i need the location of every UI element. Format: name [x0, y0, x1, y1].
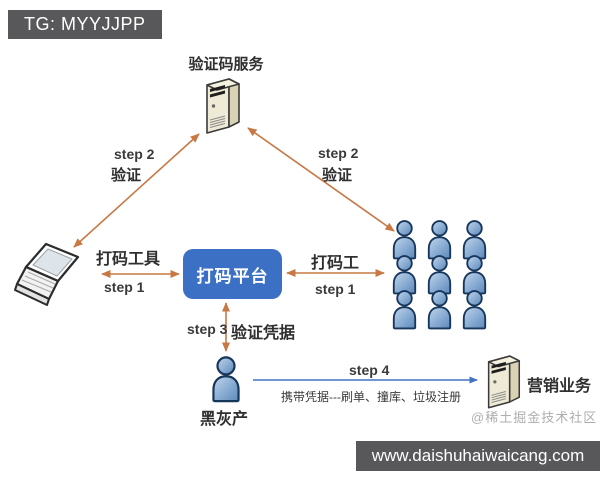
edge-service-client-line [73, 133, 200, 248]
edge-platform-black-label: 验证凭据 [231, 325, 296, 342]
black-industry-label: 黑灰产 [200, 411, 249, 428]
server-icon [487, 355, 521, 409]
edge-service-client-label: 验证 [111, 167, 142, 184]
coding-platform-node: 打码平台 [183, 249, 282, 299]
edge-black-marketing-step: step 4 [349, 362, 390, 378]
edge-service-workers-line [247, 127, 395, 232]
edge-client-platform-step: step 1 [104, 279, 145, 295]
marketing-label: 营销业务 [527, 378, 592, 395]
edge-platform-workers-step: step 1 [315, 281, 356, 297]
laptop-icon [14, 242, 80, 306]
tg-badge: TG: MYYJJPP [8, 10, 162, 39]
edge-service-client-step: step 2 [114, 146, 155, 162]
edge-black-marketing-label: 携带凭据---刷单、撞库、垃圾注册 [281, 390, 461, 404]
edge-service-workers-label: 验证 [322, 167, 353, 184]
edge-platform-workers-label: 打码工 [311, 255, 360, 272]
person-icon [427, 290, 452, 330]
edge-service-workers-step: step 2 [318, 145, 359, 161]
watermark-text: @稀土掘金技术社区 [471, 410, 598, 425]
footer-url: www.daishuhaiwaicang.com [356, 441, 600, 471]
workers-group-icon [388, 219, 491, 330]
captcha-service-label: 验证码服务 [188, 56, 264, 73]
person-icon [212, 356, 240, 403]
edge-platform-black-step: step 3 [187, 321, 228, 337]
person-icon [462, 290, 487, 330]
edge-client-platform-label: 打码工具 [96, 251, 161, 268]
server-icon [206, 78, 240, 134]
person-icon [392, 290, 417, 330]
